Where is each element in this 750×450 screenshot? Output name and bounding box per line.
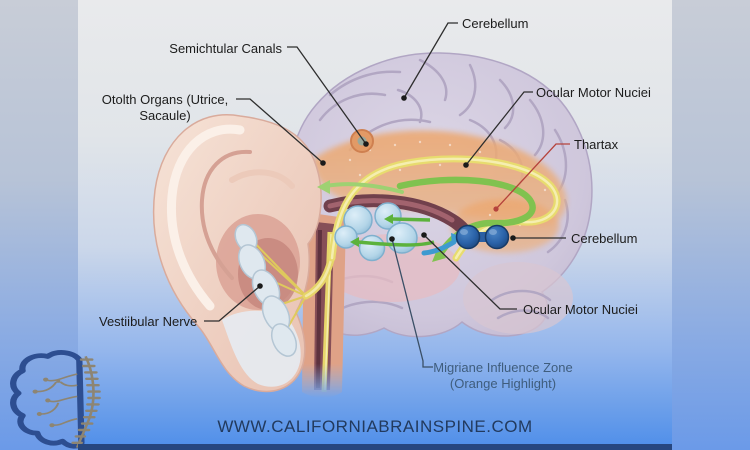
- label-migraine-zone: Migriane Influence Zone (Orange Highligh…: [428, 360, 578, 393]
- leader-ocular-motor-lower: [423, 234, 517, 310]
- leader-migraine-zone: [391, 238, 433, 368]
- leader-otolith-organs: [236, 98, 324, 164]
- label-thartax: Thartax: [574, 137, 619, 152]
- label-otolith-organs: Otolth Organs (Utrice, Sacaule): [98, 92, 232, 125]
- website-url: WWW.CALIFORNIABRAINSPINE.COM: [217, 417, 533, 436]
- label-cerebellum-top: Cerebellum: [462, 16, 529, 31]
- label-ocular-motor-upper: Ocular Motor Nuciei: [536, 85, 651, 100]
- leader-thartax: [495, 143, 570, 210]
- leader-vestibular-nerve: [204, 285, 261, 322]
- label-ocular-motor-lower: Ocular Motor Nuciei: [523, 302, 638, 317]
- label-migraine-zone-line2: (Orange Highlight): [449, 376, 557, 392]
- label-cerebellum-right: Cerebellum: [571, 231, 638, 246]
- brain-spine-logo-icon: [10, 350, 101, 449]
- label-vestibular-nerve: Vestiibular Nerve: [99, 314, 198, 329]
- label-otolith-organs-line2: Sacaule): [139, 108, 191, 124]
- leader-semicircular-canals: [287, 46, 367, 145]
- leader-lines: [204, 22, 570, 368]
- cochlea: [234, 223, 298, 357]
- slide-bottom-bar: [78, 444, 672, 450]
- label-semicircular-canals: Semichtular Canals: [169, 41, 282, 56]
- semicircular-canal-knob: [350, 129, 374, 153]
- brain-gyri: [318, 58, 569, 320]
- nuclei-dumbbell: [455, 224, 510, 250]
- label-migraine-zone-line1: Migriane Influence Zone: [433, 360, 573, 375]
- label-otolith-organs-line1: Otolth Organs (Utrice,: [101, 92, 229, 107]
- leader-ocular-motor-upper: [465, 91, 533, 166]
- leader-cerebellum-top: [403, 22, 458, 99]
- cerebellum-region: [463, 262, 573, 334]
- green-input-arrows: [350, 214, 435, 247]
